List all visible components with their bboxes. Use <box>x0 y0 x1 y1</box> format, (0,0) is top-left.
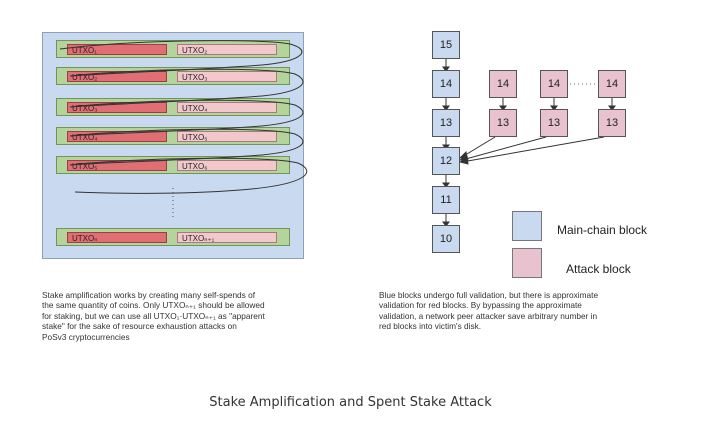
arrowhead <box>458 155 469 162</box>
attack-block: 14 <box>489 70 517 98</box>
arrowhead <box>458 150 468 159</box>
fork-arrow <box>461 136 496 158</box>
legend-main-label: Main-chain block <box>557 223 648 237</box>
main-chain-block: 12 <box>432 147 460 175</box>
figure-caption: Stake Amplification and Spent Stake Atta… <box>209 395 492 410</box>
arrowhead <box>458 158 469 165</box>
utxo-output-cell: UTXO₃ <box>177 71 277 82</box>
fork-arrow <box>461 136 547 161</box>
utxo-row: UTXO₂ UTXO₃ <box>56 67 290 85</box>
utxo-spent-cell: UTXO₄ <box>67 131 167 142</box>
utxo-row: UTXO₅ UTXO₆ <box>56 156 290 174</box>
attack-block: 13 <box>598 109 626 137</box>
main-chain-block: 11 <box>432 186 460 214</box>
utxo-output-cell: UTXO₂ <box>177 44 277 55</box>
utxo-spent-cell: UTXOₙ <box>67 232 167 243</box>
main-chain-block: 13 <box>432 109 460 137</box>
legend-attack-label: Attack block <box>566 262 631 276</box>
attack-block: 14 <box>540 70 568 98</box>
utxo-row: UTXOₙ UTXOₙ₊₁ <box>56 228 290 246</box>
utxo-spent-cell: UTXO₃ <box>67 102 167 113</box>
main-chain-block: 14 <box>432 70 460 98</box>
utxo-output-cell: UTXO₄ <box>177 102 277 113</box>
main-chain-block: 10 <box>432 225 460 253</box>
utxo-row: UTXO₃ UTXO₄ <box>56 98 290 116</box>
utxo-spent-cell: UTXO₅ <box>67 160 167 171</box>
attack-block: 13 <box>540 109 568 137</box>
utxo-output-cell: UTXO₅ <box>177 131 277 142</box>
main-chain-block: 15 <box>432 31 460 59</box>
attack-block: 14 <box>598 70 626 98</box>
utxo-spent-cell: UTXO₂ <box>67 71 167 82</box>
utxo-row: UTXO₁ UTXO₂ <box>56 40 290 58</box>
attack-block: 13 <box>489 109 517 137</box>
utxo-spent-cell: UTXO₁ <box>67 44 167 55</box>
legend-main-swatch <box>512 211 542 241</box>
utxo-output-cell: UTXO₆ <box>177 160 277 171</box>
left-caption: Stake amplification works by creating ma… <box>42 290 265 342</box>
utxo-output-cell: UTXOₙ₊₁ <box>177 232 277 243</box>
fork-arrow <box>461 136 605 163</box>
legend-attack-swatch <box>512 248 542 278</box>
right-caption: Blue blocks undergo full validation, but… <box>379 290 599 332</box>
utxo-row: UTXO₄ UTXO₅ <box>56 127 290 145</box>
